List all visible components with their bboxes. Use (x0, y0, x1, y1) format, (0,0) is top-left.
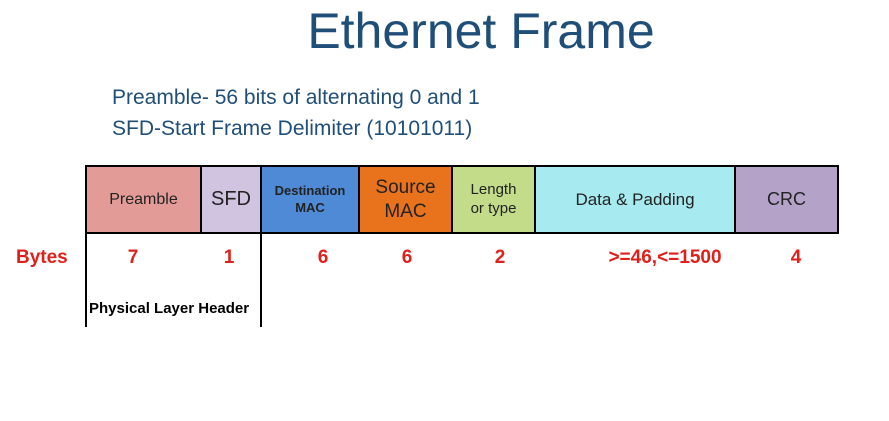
field-length-type: Length or type (453, 167, 536, 232)
ethernet-frame: Preamble SFD Destination MAC Source MAC … (85, 165, 839, 234)
field-source-mac: Source MAC (360, 167, 453, 232)
diagram-title: Ethernet Frame (307, 3, 655, 59)
field-source-mac-line2: MAC (384, 200, 427, 222)
field-destination-mac: Destination MAC (262, 167, 360, 232)
bytes-source-mac: 6 (401, 247, 413, 268)
field-data-padding-label: Data & Padding (575, 189, 695, 209)
physical-header-right-bracket (260, 233, 262, 327)
bytes-sfd: 1 (223, 247, 235, 268)
bytes-length-type: 2 (494, 247, 506, 268)
field-length-type-line2: or type (470, 199, 517, 217)
bytes-data-padding: >=46,<=1500 (608, 247, 722, 268)
field-data-padding: Data & Padding (536, 167, 736, 232)
field-preamble: Preamble (87, 167, 202, 232)
field-crc: CRC (736, 167, 837, 232)
physical-layer-header-label: Physical Layer Header (89, 300, 250, 317)
physical-header-left-bracket (85, 233, 87, 327)
field-sfd: SFD (202, 167, 262, 232)
bytes-label: Bytes (16, 247, 68, 268)
preamble-note: Preamble- 56 bits of alternating 0 and 1 (112, 86, 480, 109)
field-destination-mac-line2: MAC (295, 199, 325, 215)
bytes-crc: 4 (790, 247, 802, 268)
field-preamble-label: Preamble (109, 190, 178, 208)
sfd-note: SFD-Start Frame Delimiter (10101011) (112, 117, 473, 140)
field-source-mac-line1: Source (375, 176, 436, 198)
field-sfd-label: SFD (211, 188, 251, 210)
field-destination-mac-line1: Destination (274, 183, 346, 199)
bytes-destination-mac: 6 (317, 247, 329, 268)
field-length-type-line1: Length (470, 180, 517, 198)
field-crc-label: CRC (767, 189, 806, 210)
bytes-preamble: 7 (127, 247, 139, 268)
